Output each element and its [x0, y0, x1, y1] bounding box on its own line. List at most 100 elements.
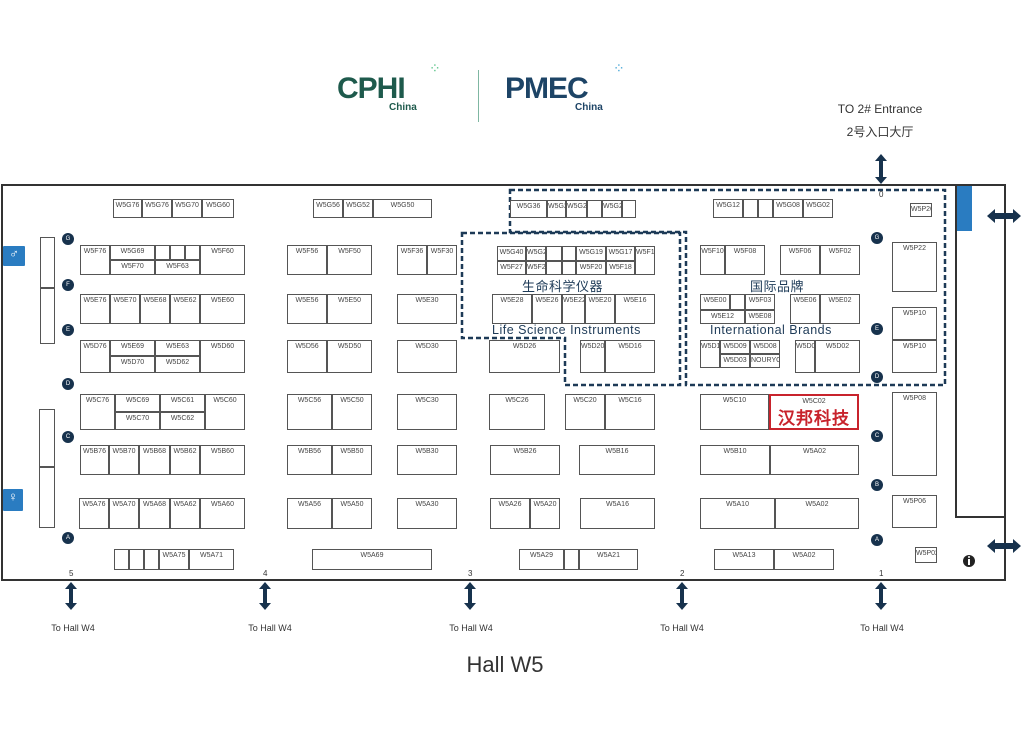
booth[interactable] [564, 549, 579, 570]
booth[interactable]: W5C20 [565, 394, 605, 430]
booth[interactable]: W5F63 [155, 260, 200, 275]
booth[interactable]: W5P06 [892, 495, 937, 528]
booth[interactable]: W5G20 [566, 200, 587, 218]
booth[interactable] [758, 199, 773, 218]
booth[interactable]: W5A02 [774, 549, 834, 570]
booth[interactable]: W5E69 [110, 340, 155, 356]
booth[interactable]: W5A26 [490, 498, 530, 529]
booth[interactable]: W5G28 [526, 246, 546, 261]
booth[interactable] [155, 245, 170, 260]
booth[interactable]: W5G08 [773, 199, 803, 218]
booth[interactable]: W5D50 [327, 340, 372, 373]
booth[interactable]: W5G52 [343, 199, 373, 218]
booth[interactable] [40, 237, 55, 288]
booth[interactable]: W5C50 [332, 394, 372, 430]
booth[interactable]: W5C70 [115, 412, 160, 430]
booth[interactable]: W5E06 [790, 294, 820, 324]
booth[interactable]: W5P08 [892, 392, 937, 476]
booth[interactable]: W5F70 [110, 260, 155, 275]
booth[interactable]: W5E26 [532, 294, 562, 324]
booth[interactable]: W5D20 [580, 340, 605, 373]
booth[interactable] [114, 549, 129, 570]
booth[interactable]: W5A30 [397, 498, 457, 529]
booth[interactable]: W5G02 [803, 199, 833, 218]
booth[interactable]: W5A69 [312, 549, 432, 570]
booth[interactable]: W5F02 [820, 245, 860, 275]
booth[interactable]: W5C16 [605, 394, 655, 430]
booth[interactable]: W5C69 [115, 394, 160, 412]
booth[interactable]: W5D16 [605, 340, 655, 373]
booth[interactable]: W5A56 [287, 498, 332, 529]
booth[interactable]: W5F06 [780, 245, 820, 275]
booth[interactable]: W5A60 [200, 498, 245, 529]
booth[interactable] [170, 245, 185, 260]
booth[interactable] [546, 246, 562, 261]
booth[interactable]: W5C02 [769, 394, 859, 430]
booth[interactable]: W5B62 [170, 445, 200, 475]
booth[interactable]: W5E08 [745, 310, 775, 324]
booth[interactable]: W5G28 [547, 200, 566, 218]
booth[interactable] [39, 467, 55, 528]
booth[interactable]: W5A13 [714, 549, 774, 570]
booth[interactable] [40, 288, 55, 344]
booth[interactable]: W5A62 [170, 498, 200, 529]
booth[interactable] [144, 549, 159, 570]
booth[interactable]: W5G50 [373, 199, 432, 218]
booth[interactable]: W5D62 [155, 356, 200, 373]
booth[interactable]: W5F16 [635, 246, 655, 275]
booth[interactable]: W5E16 [615, 294, 655, 324]
booth[interactable]: W5C56 [287, 394, 332, 430]
booth[interactable]: W5D70 [110, 356, 155, 373]
booth[interactable]: W5B26 [490, 445, 560, 475]
booth[interactable]: W5B56 [287, 445, 332, 475]
booth[interactable]: W5E00 [700, 294, 730, 310]
booth[interactable]: W5E02 [820, 294, 860, 324]
booth[interactable] [622, 200, 636, 218]
booth[interactable]: W5F56 [287, 245, 327, 275]
booth[interactable] [129, 549, 144, 570]
booth[interactable]: W5F18 [606, 261, 635, 275]
booth[interactable]: W5G36 [510, 200, 547, 218]
booth[interactable]: W5P26 [910, 203, 932, 217]
booth[interactable]: W5C10 [700, 394, 769, 430]
booth[interactable]: W5A75 [159, 549, 189, 570]
booth[interactable]: W5F20 [576, 261, 606, 275]
booth[interactable]: W5G70 [172, 199, 202, 218]
booth[interactable]: W5A70 [109, 498, 139, 529]
booth[interactable]: W5E30 [397, 294, 457, 324]
booth[interactable]: W5E28 [492, 294, 532, 324]
booth[interactable]: W5B60 [200, 445, 245, 475]
booth[interactable]: W5P02 [915, 547, 937, 563]
booth[interactable]: W5G69 [110, 245, 155, 260]
booth[interactable]: W5E60 [200, 294, 245, 324]
booth[interactable]: W5G19 [576, 246, 606, 261]
booth[interactable]: W5P22 [892, 242, 937, 292]
booth[interactable]: W5A02 [775, 498, 859, 529]
booth[interactable] [546, 261, 562, 275]
booth[interactable]: W5D03 [720, 354, 750, 368]
booth[interactable]: W5G40 [497, 246, 526, 261]
booth[interactable]: W5D12 [700, 340, 720, 368]
booth[interactable]: W5C76 [80, 394, 115, 430]
booth[interactable]: W5F03 [745, 294, 775, 310]
booth[interactable]: W5E76 [80, 294, 110, 324]
booth[interactable]: W5B16 [579, 445, 655, 475]
booth[interactable]: W5G56 [313, 199, 343, 218]
booth[interactable]: W5F27 [497, 261, 526, 275]
booth[interactable]: W5A21 [579, 549, 638, 570]
booth[interactable]: W5A76 [79, 498, 109, 529]
booth[interactable]: W5F50 [327, 245, 372, 275]
booth[interactable]: W5F60 [200, 245, 245, 275]
booth[interactable]: W5C60 [205, 394, 245, 430]
booth[interactable]: W5F10 [700, 245, 725, 275]
booth[interactable]: W5A02 [770, 445, 859, 475]
booth[interactable]: W5E62 [170, 294, 200, 324]
booth[interactable]: W5D56 [287, 340, 327, 373]
booth[interactable]: W5E20 [585, 294, 615, 324]
booth[interactable]: W5D02 [815, 340, 860, 373]
booth[interactable]: W5D26 [489, 340, 560, 373]
booth[interactable]: W5D08 [750, 340, 780, 354]
booth[interactable]: W5E63 [155, 340, 200, 356]
booth[interactable]: W5A16 [580, 498, 655, 529]
booth[interactable]: W5D76 [80, 340, 110, 373]
